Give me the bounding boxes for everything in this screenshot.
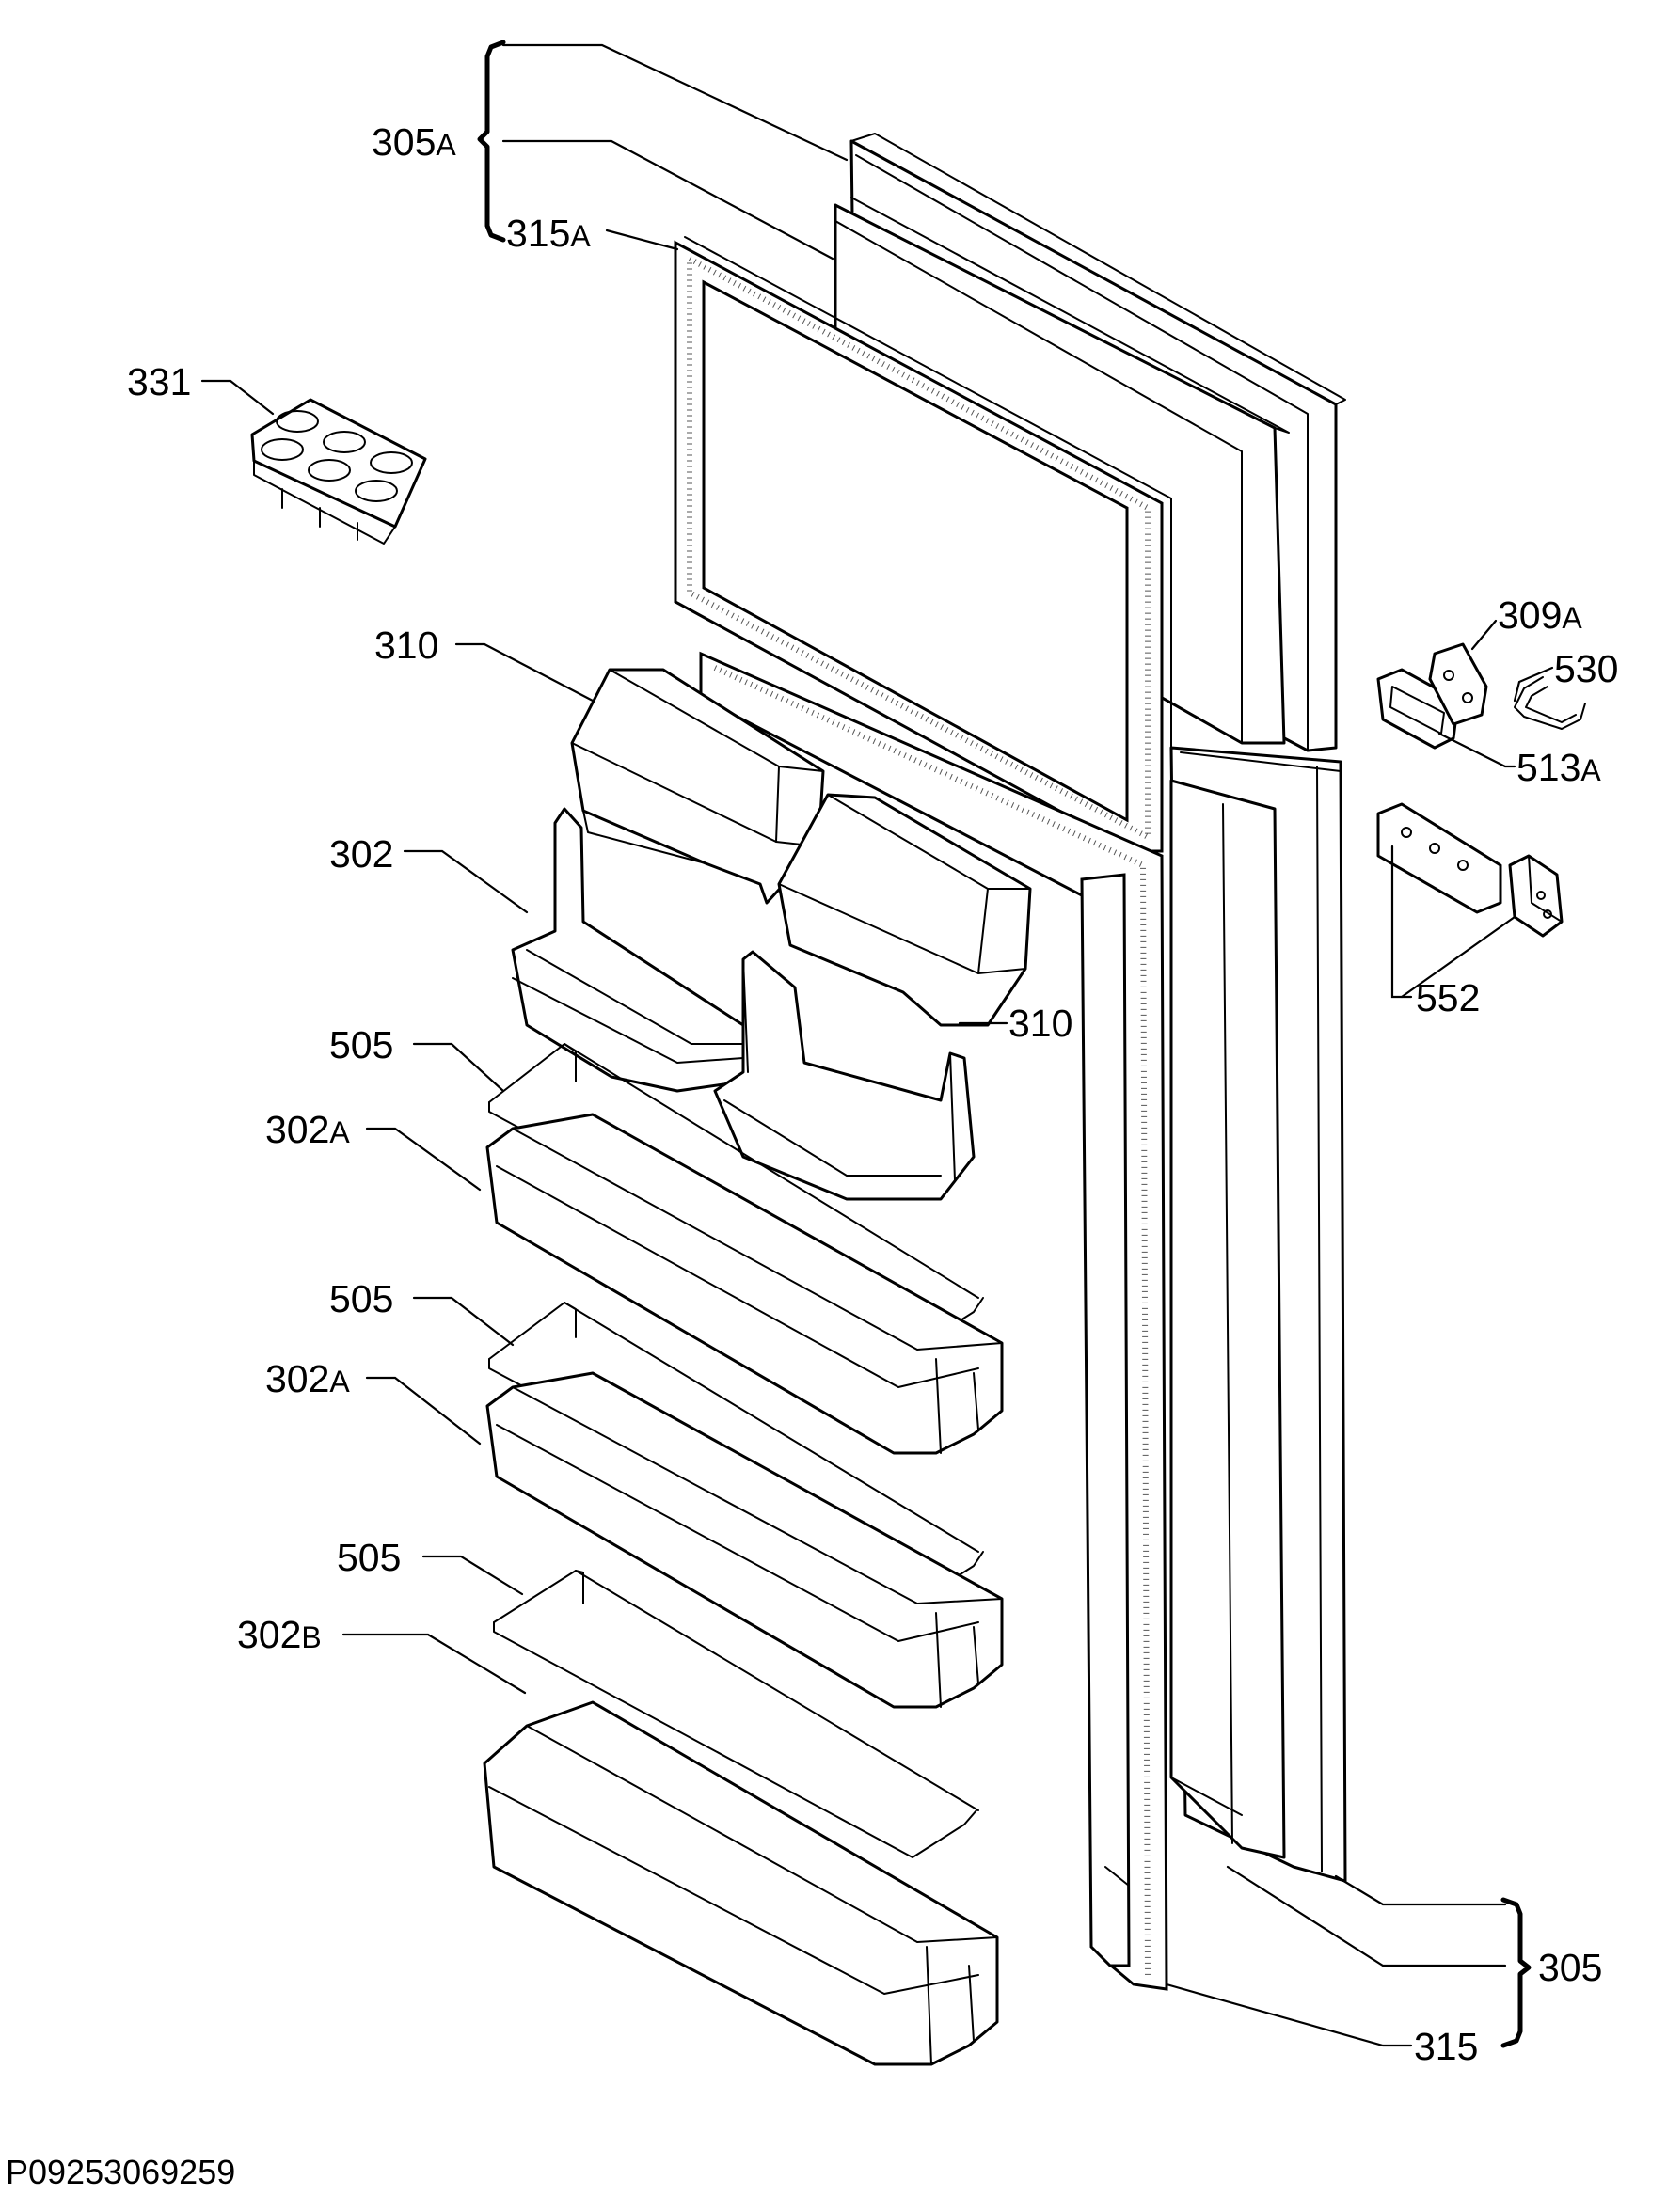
label-310-upper: 310 bbox=[374, 624, 438, 667]
door-shelf-1 bbox=[485, 1113, 1004, 1455]
label-309A: 309A bbox=[1498, 593, 1582, 637]
label-530: 530 bbox=[1554, 647, 1618, 690]
label-302B: 302B bbox=[237, 1613, 322, 1656]
label-505-3: 505 bbox=[337, 1536, 401, 1579]
hinge-plate-309A bbox=[1428, 642, 1488, 726]
dairy-compartment-right bbox=[777, 793, 1032, 1027]
label-302: 302 bbox=[329, 832, 393, 876]
label-505-2: 505 bbox=[329, 1277, 393, 1320]
label-315: 315 bbox=[1414, 2025, 1478, 2068]
door-shelf-half-left bbox=[511, 807, 745, 1093]
label-305A: 305A bbox=[372, 120, 456, 164]
label-315A: 315A bbox=[506, 212, 591, 255]
label-302A-2: 302A bbox=[265, 1357, 350, 1400]
label-552: 552 bbox=[1416, 976, 1480, 1019]
brace-305A bbox=[477, 40, 506, 243]
brace-305-315 bbox=[1500, 1897, 1532, 2048]
label-305: 305 bbox=[1538, 1946, 1602, 1989]
bottle-shelf bbox=[483, 1700, 999, 2066]
door-shelf-half-right bbox=[713, 950, 976, 1201]
hinge-pin-530 bbox=[1514, 676, 1586, 730]
door-shelf-2 bbox=[485, 1371, 1004, 1709]
egg-tray bbox=[250, 398, 427, 545]
label-513A: 513A bbox=[1516, 746, 1601, 789]
bottle-rail-3 bbox=[493, 1570, 979, 1858]
hinge-bracket-552 bbox=[1508, 854, 1564, 938]
hinge-bracket-plate-552 bbox=[1376, 802, 1502, 914]
label-302A-1: 302A bbox=[265, 1108, 350, 1151]
label-310-lower: 310 bbox=[1008, 1002, 1072, 1045]
drawing-reference-number: P09253069259 bbox=[6, 2153, 235, 2191]
lower-door-inner-liner bbox=[1169, 779, 1286, 1859]
label-331: 331 bbox=[127, 360, 191, 403]
leader-lines bbox=[200, 43, 1554, 2047]
label-505-1: 505 bbox=[329, 1023, 393, 1066]
